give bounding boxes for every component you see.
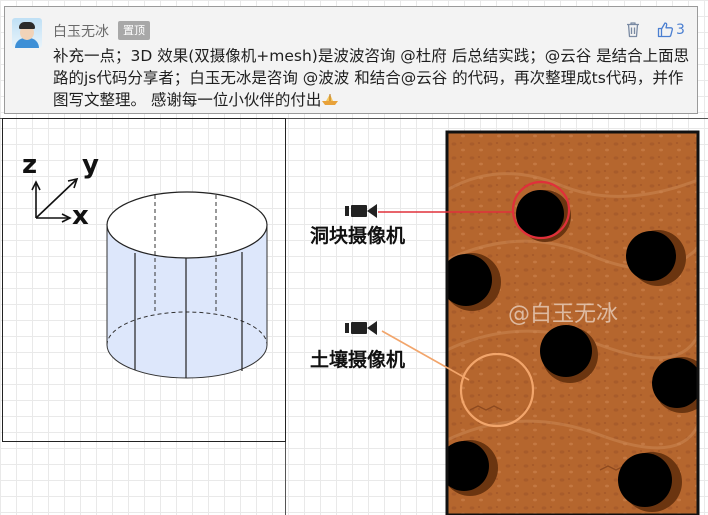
avatar[interactable] (12, 18, 42, 48)
hole (516, 190, 571, 242)
hole (540, 325, 598, 383)
comment-card: 白玉无冰 置顶 3 补充一点；3D 效果(双摄像机+mesh)是波波咨询 @杜府… (4, 6, 698, 114)
hole (447, 440, 498, 496)
thumbs-up-icon (657, 22, 674, 38)
trash-icon[interactable] (625, 21, 641, 38)
hole (652, 357, 698, 413)
like-button[interactable]: 3 (657, 20, 685, 39)
like-count: 3 (676, 21, 685, 38)
watermark: @白玉无冰 (508, 302, 619, 327)
soil-panel-border (445, 130, 700, 515)
hole (447, 253, 501, 311)
comment-text: 补充一点；3D 效果(双摄像机+mesh)是波波咨询 @杜府 后总结实践；@云谷… (53, 47, 690, 109)
axis-x-label: x (72, 201, 89, 231)
axis-y-label: y (82, 150, 99, 180)
axes-icon (31, 177, 79, 223)
axis-z-label: z (22, 150, 38, 180)
soil-panel (447, 132, 698, 515)
video-camera-icon (345, 204, 377, 218)
username[interactable]: 白玉无冰 (53, 24, 109, 40)
soil-camera-label: 土壤摄像机 (310, 349, 406, 371)
dragon-boat-icon (322, 94, 339, 105)
pin-badge: 置顶 (118, 21, 150, 40)
cylinder-diagram-frame (2, 118, 286, 442)
hole (626, 230, 686, 286)
cylinder-shape (106, 191, 268, 379)
video-camera-icon (345, 321, 377, 335)
hole-camera-label: 洞块摄像机 (310, 225, 406, 247)
divider-horizontal (0, 118, 708, 119)
hole (618, 452, 682, 512)
